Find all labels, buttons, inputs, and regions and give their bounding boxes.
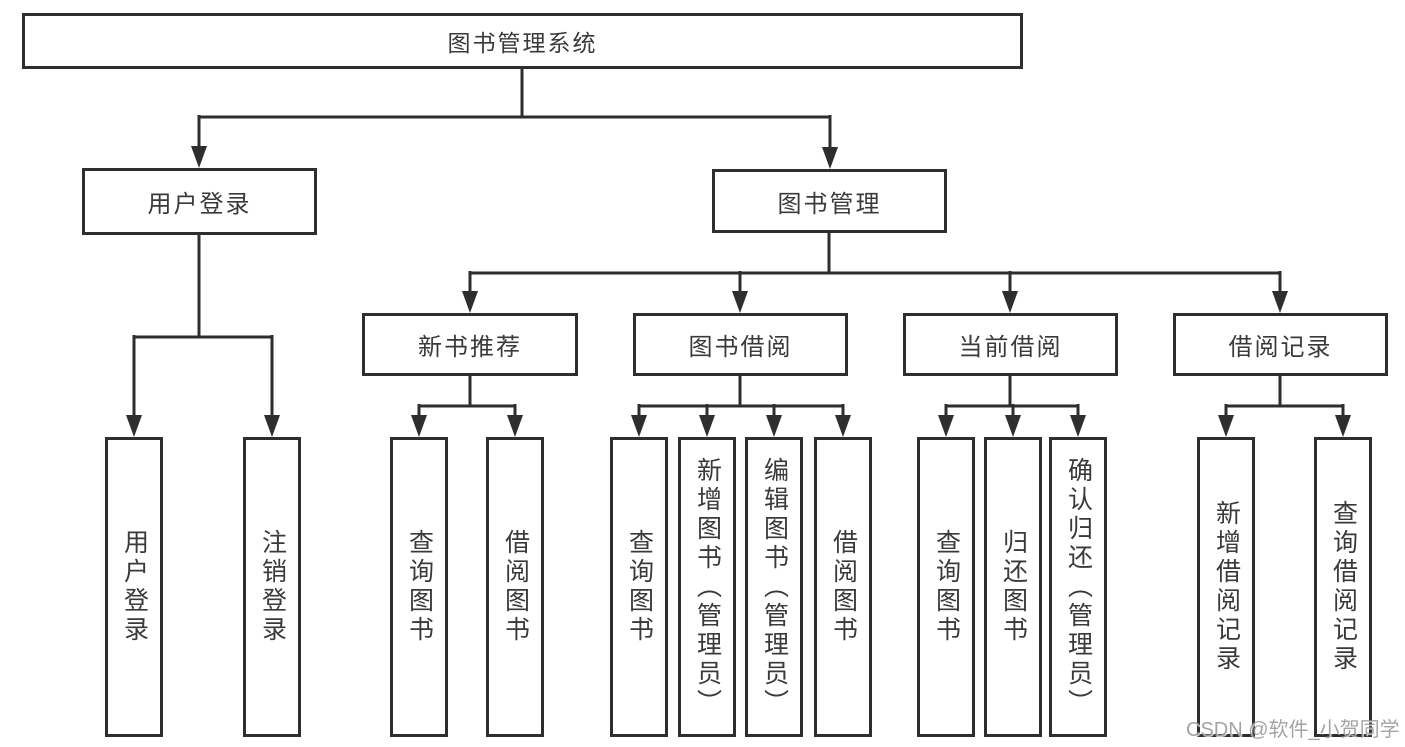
node-book-borrow: 图书借阅 — [633, 313, 848, 376]
connector-borrow-record-children — [1218, 375, 1351, 437]
leaf-query-book-3: 查询图书 — [917, 437, 975, 737]
leaf-logout: 注销登录 — [243, 437, 301, 737]
node-label: 新书推荐 — [418, 334, 522, 361]
leaf-user-login: 用户登录 — [105, 437, 163, 737]
connector-new-book-children — [411, 375, 523, 437]
node-label: 查询图书 — [405, 529, 434, 645]
node-library-management-system: 图书管理系统 — [22, 13, 1023, 69]
leaf-query-book-2: 查询图书 — [610, 437, 668, 737]
leaf-borrow-book-2: 借阅图书 — [814, 437, 872, 737]
node-label: 编辑图书（管理员） — [760, 456, 789, 718]
node-label: 新增图书（管理员） — [693, 456, 722, 718]
node-label: 图书管理 — [777, 190, 882, 218]
leaf-edit-book-admin: 编辑图书（管理员） — [745, 437, 803, 737]
connector-book-management-children — [462, 232, 1288, 313]
node-current-borrow: 当前借阅 — [903, 313, 1118, 376]
node-label: 借阅图书 — [501, 529, 530, 645]
node-label: 注销登录 — [258, 529, 287, 645]
node-label: 归还图书 — [999, 529, 1028, 645]
node-label: 查询图书 — [625, 529, 654, 645]
node-label: 用户登录 — [147, 191, 252, 218]
node-label: 借阅记录 — [1228, 334, 1333, 361]
node-label: 新增借阅记录 — [1212, 500, 1241, 674]
connector-book-borrow-children — [631, 375, 851, 437]
node-new-book-recommend: 新书推荐 — [362, 313, 578, 376]
node-label: 当前借阅 — [958, 334, 1063, 361]
node-label: 借阅图书 — [829, 529, 858, 645]
leaf-add-borrow-record: 新增借阅记录 — [1197, 437, 1255, 737]
leaf-confirm-return-admin: 确认归还（管理员） — [1049, 437, 1107, 737]
node-label: 查询图书 — [932, 529, 961, 645]
node-book-management: 图书管理 — [712, 169, 947, 233]
connector-current-borrow-children — [938, 375, 1086, 437]
connector-user-login-children — [126, 234, 280, 437]
leaf-borrow-book-1: 借阅图书 — [486, 437, 544, 737]
node-label: 用户登录 — [120, 529, 149, 645]
leaf-return-book: 归还图书 — [984, 437, 1042, 737]
leaf-add-book-admin: 新增图书（管理员） — [678, 437, 736, 737]
node-user-login: 用户登录 — [82, 168, 317, 235]
node-label: 确认归还（管理员） — [1064, 456, 1093, 718]
node-label: 查询借阅记录 — [1329, 500, 1358, 674]
connector-root-to-level2 — [191, 68, 838, 169]
node-label: 图书借阅 — [688, 334, 793, 361]
node-borrow-record: 借阅记录 — [1173, 313, 1388, 376]
csdn-watermark: CSDN @软件_小贺同学 — [1186, 719, 1400, 741]
leaf-query-book-1: 查询图书 — [390, 437, 448, 737]
node-label: 图书管理系统 — [447, 30, 598, 56]
leaf-query-borrow-record: 查询借阅记录 — [1314, 437, 1372, 737]
